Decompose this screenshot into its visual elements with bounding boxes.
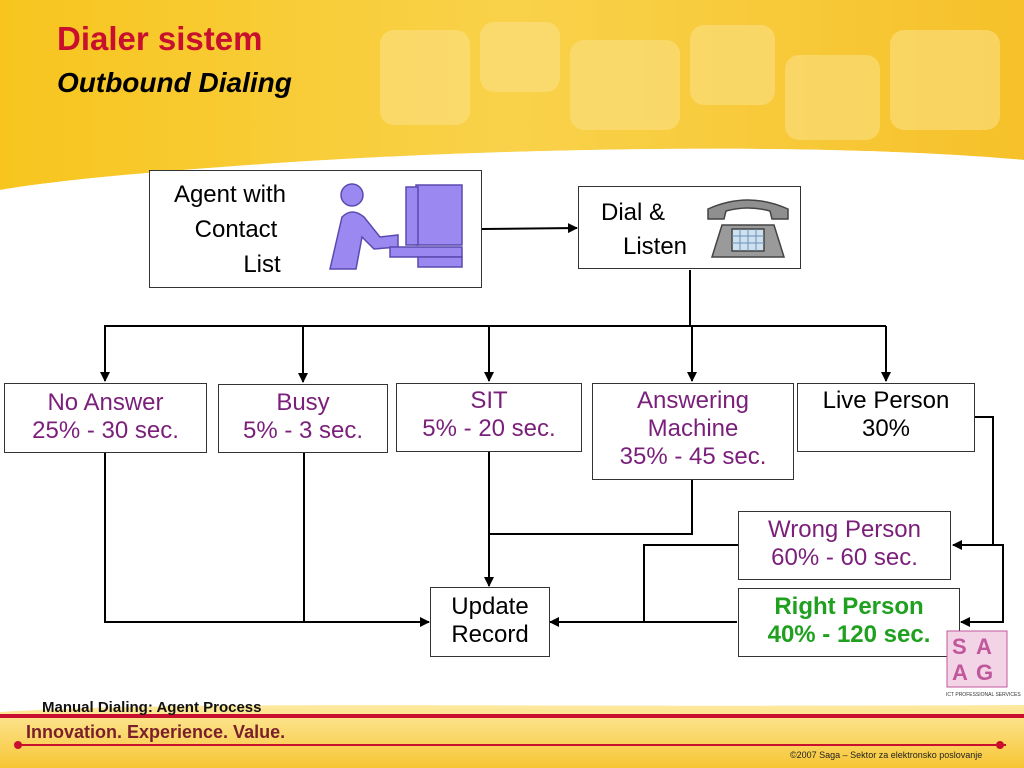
busy-node: Busy 5% - 3 sec.: [218, 384, 388, 453]
svg-text:A: A: [976, 634, 992, 659]
connector-wrong-down: [643, 544, 738, 622]
agent-label-3: List: [243, 251, 281, 278]
footer-caption: Manual Dialing: Agent Process: [42, 699, 262, 716]
arrow-no-answer-to-update: [104, 453, 430, 627]
dial-label-2: Listen: [622, 233, 688, 260]
wrong-person-node: Wrong Person 60% - 60 sec.: [738, 511, 951, 580]
update-record-node: Update Record: [430, 587, 550, 657]
live-person-node: Live Person 30%: [797, 383, 975, 452]
no-answer-label: No Answer: [47, 389, 164, 416]
slide-title: Dialer sistem: [57, 20, 263, 57]
agent-contact-list-node: Agent with Contact List: [149, 170, 482, 288]
saga-logo-icon: S A A G: [946, 630, 1008, 688]
update-record-label-2: Record: [451, 621, 529, 648]
logo-caption: ICT PROFESSIONAL SERVICES: [946, 692, 1021, 698]
right-person-node: Right Person 40% - 120 sec.: [738, 588, 960, 657]
dial-label-1: Dial &: [600, 199, 666, 226]
busy-stats: 5% - 3 sec.: [242, 417, 364, 444]
slide-subtitle: Outbound Dialing: [57, 67, 292, 98]
wrong-person-stats: 60% - 60 sec.: [771, 544, 918, 571]
connector-answering-to-sit: [489, 480, 693, 535]
answering-label-1: Answering: [636, 387, 750, 414]
right-person-label: Right Person: [774, 593, 924, 620]
no-answer-node: No Answer 25% - 30 sec.: [4, 383, 207, 453]
svg-text:S: S: [952, 634, 967, 659]
footer-slogan: Innovation. Experience. Value.: [26, 722, 286, 742]
answering-stats: 35% - 45 sec.: [619, 443, 767, 470]
busy-label: Busy: [276, 389, 330, 416]
sit-stats: 5% - 20 sec.: [422, 415, 556, 442]
live-person-label: Live Person: [822, 387, 950, 414]
svg-text:G: G: [976, 660, 993, 685]
agent-label-1: Agent with: [173, 181, 287, 208]
wrong-person-label: Wrong Person: [768, 516, 921, 543]
telephone-icon: [707, 199, 789, 258]
arrow-live-to-right: [960, 544, 1004, 627]
arrow-live-to-wrong: [952, 416, 994, 550]
footer-copyright: ©2007 Saga – Sektor za elektronsko poslo…: [790, 750, 983, 760]
answering-machine-node: Answering Machine 35% - 45 sec.: [592, 383, 794, 480]
dial-listen-node: Dial & Listen: [578, 186, 801, 269]
sit-node: SIT 5% - 20 sec.: [396, 383, 582, 452]
live-person-stats: 30%: [861, 415, 911, 442]
no-answer-stats: 25% - 30 sec.: [32, 417, 179, 444]
right-person-stats: 40% - 120 sec.: [767, 621, 931, 648]
agent-computer-icon: [329, 183, 463, 270]
update-record-label-1: Update: [451, 593, 529, 620]
arrow-agent-to-dial: [481, 223, 578, 234]
sit-label: SIT: [470, 387, 508, 414]
agent-label-2: Contact: [194, 216, 278, 243]
svg-text:A: A: [952, 660, 968, 685]
answering-label-2: Machine: [647, 415, 739, 442]
